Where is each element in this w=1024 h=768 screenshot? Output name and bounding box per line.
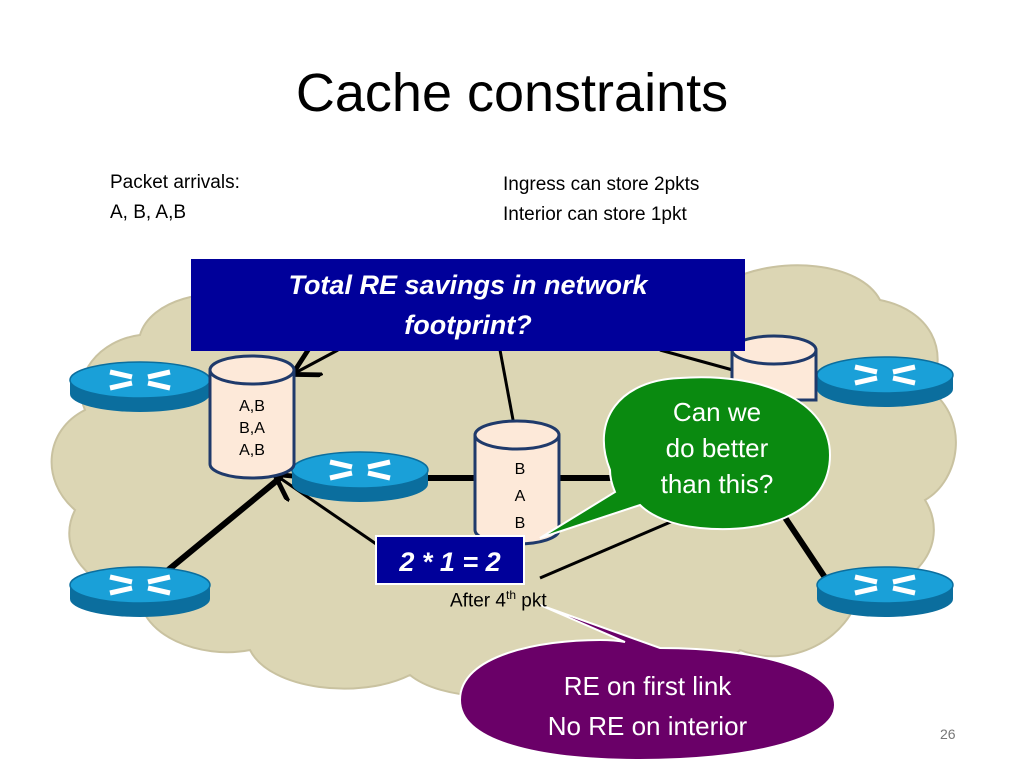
- purple-bubble-line-2: No RE on interior: [547, 711, 748, 741]
- packet-arrivals-sequence: A, B, A,B: [110, 202, 187, 223]
- page-number: 26: [940, 726, 956, 742]
- router-icon: [69, 361, 211, 412]
- interior-cache-contents: B A B: [480, 456, 560, 537]
- interior-capacity-text: Interior can store 1pkt: [503, 204, 687, 225]
- ingress-cache-contents: A,B B,A A,B: [212, 396, 292, 462]
- purple-speech-bubble: [458, 604, 837, 762]
- green-bubble-text: Can we do better than this?: [612, 394, 822, 502]
- ingress-cache-entry: B,A: [239, 420, 265, 437]
- cache-cylinder-icon: [730, 334, 818, 402]
- cache-cylinder-icon: [208, 354, 296, 480]
- router-icon: [69, 566, 211, 617]
- green-bubble-line-3: than this?: [660, 469, 774, 499]
- packet-arrivals-note: Packet arrivals: A, B, A,B: [110, 168, 240, 228]
- interior-cache-entry: B: [514, 515, 526, 532]
- after-label-superscript: th: [505, 588, 516, 602]
- router-icon: [291, 451, 429, 502]
- interior-cache-entry: A: [514, 488, 526, 505]
- purple-bubble-line-1: RE on first link: [563, 671, 732, 701]
- question-line-1: Total RE savings in network: [288, 270, 648, 300]
- green-speech-bubble: [539, 376, 832, 539]
- ingress-cache-entry: A,B: [239, 442, 265, 459]
- cache-cylinder-icon: [473, 419, 561, 546]
- interior-cache-entry: B: [514, 461, 526, 478]
- page-title: Cache constraints: [295, 63, 729, 123]
- purple-bubble-text: RE on first link No RE on interior: [480, 666, 815, 746]
- savings-box: 2 * 1 = 2: [375, 535, 525, 585]
- after-label-prefix: After 4: [450, 590, 506, 612]
- green-bubble-line-1: Can we: [672, 397, 762, 427]
- question-line-2: footprint?: [404, 310, 532, 340]
- ingress-capacity-text: Ingress can store 2pkts: [503, 174, 700, 195]
- after-packet-label: After 4th pkt: [450, 588, 547, 612]
- ingress-cache-entry: A,B: [239, 398, 265, 415]
- packet-arrivals-label: Packet arrivals:: [110, 172, 240, 193]
- router-icon: [816, 566, 954, 617]
- question-box: Total RE savings in network footprint?: [191, 259, 745, 351]
- capacity-note: Ingress can store 2pkts Interior can sto…: [503, 170, 699, 230]
- router-icon: [816, 356, 954, 407]
- green-bubble-line-2: do better: [665, 433, 769, 463]
- after-label-suffix: pkt: [516, 590, 547, 612]
